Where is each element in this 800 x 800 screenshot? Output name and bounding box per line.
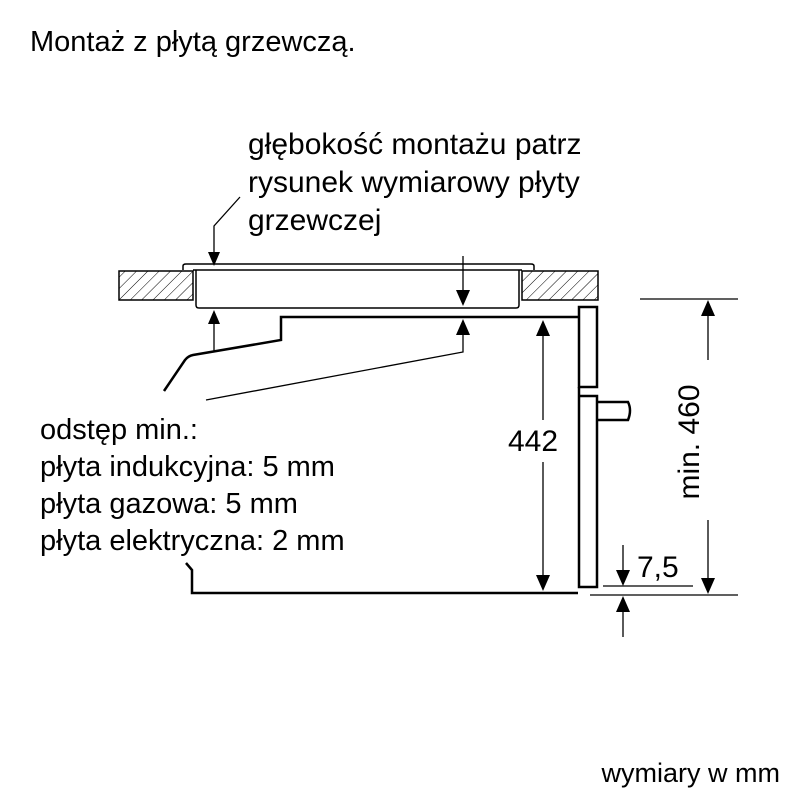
units-label: wymiary w mm	[601, 758, 780, 788]
note-line-3: grzewczej	[248, 204, 382, 237]
dimension-lines	[205, 196, 738, 637]
countertop-right	[521, 270, 599, 301]
dimension-442: 442	[508, 425, 559, 458]
dimension-7-5: 7,5	[637, 551, 679, 584]
gap-induction: płyta indukcyjna: 5 mm	[40, 451, 335, 483]
countertop-left	[118, 270, 194, 301]
gap-electric: płyta elektryczna: 2 mm	[40, 525, 345, 557]
hob	[182, 263, 535, 309]
note-line-2: rysunek wymiarowy płyty	[248, 166, 580, 199]
note-line-1: głębokość montażu patrz	[248, 128, 582, 161]
gap-gas: płyta gazowa: 5 mm	[40, 488, 298, 520]
gap-heading: odstęp min.:	[40, 414, 198, 446]
diagram-title: Montaż z płytą grzewczą.	[30, 26, 356, 58]
oven	[162, 305, 632, 595]
